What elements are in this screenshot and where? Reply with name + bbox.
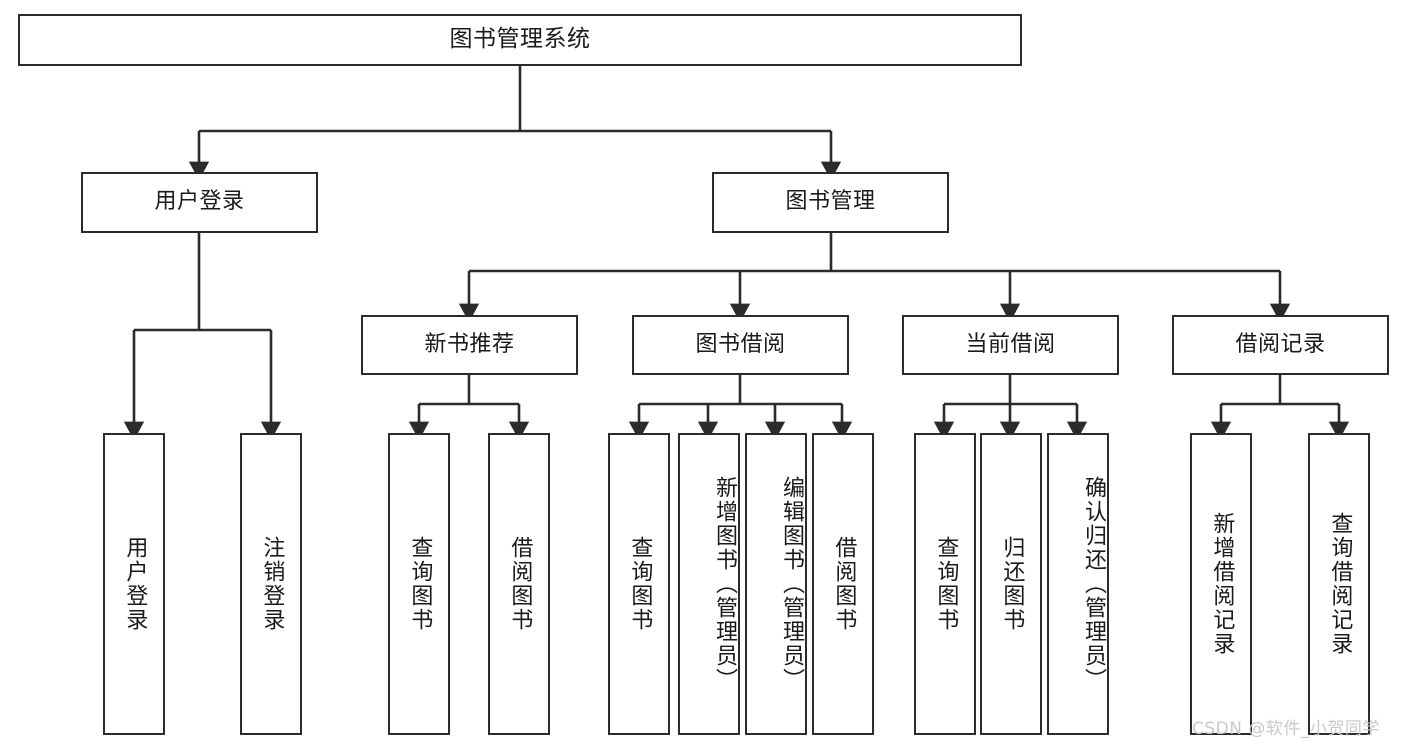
- leaf-return-book[interactable]: 归还图书: [980, 433, 1042, 735]
- node-borrow-record[interactable]: 借阅记录: [1172, 315, 1389, 375]
- node-root-title[interactable]: 图书管理系统: [18, 14, 1022, 66]
- leaf-logout[interactable]: 注销登录: [240, 433, 302, 735]
- leaf-add-book-admin[interactable]: 新增图书（管理员）: [678, 433, 740, 735]
- node-new-book-recommend[interactable]: 新书推荐: [361, 315, 578, 375]
- leaf-add-borrow-record[interactable]: 新增借阅记录: [1190, 433, 1252, 735]
- node-book-manage[interactable]: 图书管理: [712, 172, 949, 233]
- leaf-edit-book-admin[interactable]: 编辑图书（管理员）: [745, 433, 807, 735]
- csdn-watermark: CSDN @软件_小贺同学: [1192, 719, 1380, 739]
- node-book-borrow[interactable]: 图书借阅: [632, 315, 849, 375]
- node-current-borrow[interactable]: 当前借阅: [902, 315, 1119, 375]
- node-user-login[interactable]: 用户登录: [81, 172, 318, 233]
- leaf-borrow-book-borrow[interactable]: 借阅图书: [812, 433, 874, 735]
- leaf-user-login[interactable]: 用户登录: [103, 433, 165, 735]
- leaf-confirm-return-admin[interactable]: 确认归还（管理员）: [1047, 433, 1109, 735]
- leaf-query-borrow-record[interactable]: 查询借阅记录: [1308, 433, 1370, 735]
- leaf-query-book-recommend[interactable]: 查询图书: [388, 433, 450, 735]
- leaf-query-book-borrow[interactable]: 查询图书: [608, 433, 670, 735]
- leaf-query-book-current[interactable]: 查询图书: [914, 433, 976, 735]
- leaf-borrow-book-recommend[interactable]: 借阅图书: [488, 433, 550, 735]
